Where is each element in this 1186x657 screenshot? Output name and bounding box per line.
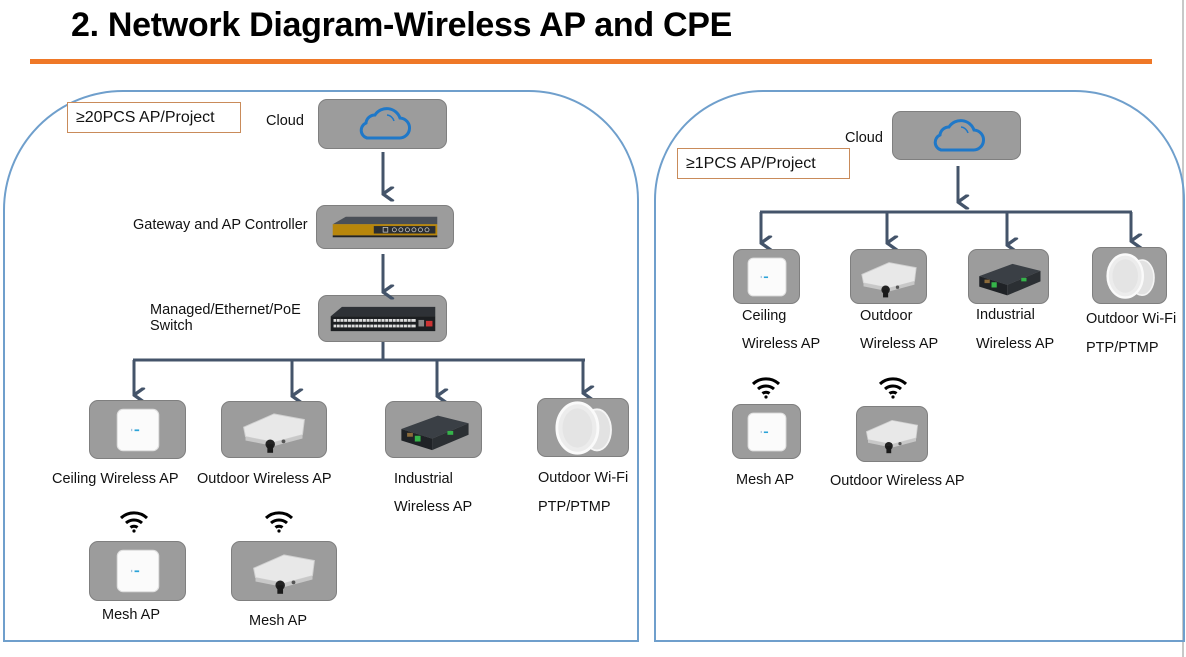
switch-node[interactable] [318,295,447,342]
right-ceiling-ap-node[interactable] [733,249,800,304]
left-mesh-ap-1-node[interactable] [89,541,186,601]
right-industrial-ap-label-line2: Wireless AP [976,336,1055,352]
ceiling-ap-icon [746,256,788,298]
right-ceiling-ap-label-line1: Ceiling [742,308,787,324]
left-ceiling-ap-label: Ceiling Wireless AP [52,471,179,487]
right-industrial-ap-node[interactable] [968,249,1049,304]
left-cpe-node[interactable] [537,398,629,457]
right-cloud-label: Cloud [845,130,883,146]
right-outdoor-ap-label-line1: Outdoor [860,308,913,324]
left-outdoor-ap-node[interactable] [221,401,327,458]
gateway-label: Gateway and AP Controller [133,217,308,233]
right-cpe-label-line1: Outdoor Wi-Fi [1086,311,1177,327]
left-cpe-label-line2: PTP/PTMP [538,499,611,515]
right-mesh-ap-node[interactable] [732,404,801,459]
left-cloud-node[interactable] [318,99,447,149]
switch-label-line1: Managed/Ethernet/PoE [150,302,301,318]
right-outdoor-ap-label-line2: Wireless AP [860,336,939,352]
outdoor-ap-icon [860,413,924,455]
right-panel-frame [654,90,1185,642]
gateway-node[interactable] [316,205,454,249]
right-ceiling-ap-label-line2: Wireless AP [742,336,821,352]
ceiling-ap-icon [746,411,788,453]
wifi-icon [750,375,782,399]
left-mesh-ap-2-node[interactable] [231,541,337,601]
right-cloud-node[interactable] [892,111,1021,160]
right-cpe-label-line2: PTP/PTMP [1086,340,1159,356]
left-cpe-label-line1: Outdoor Wi-Fi [538,470,629,486]
right-mesh-outdoor-ap-node[interactable] [856,406,928,462]
left-industrial-ap-label-line1: Industrial [394,471,453,487]
left-ceiling-ap-node[interactable] [89,400,186,459]
title-underline [30,59,1152,64]
right-capacity-tag: ≥1PCS AP/Project [677,148,850,179]
left-mesh-ap-2-label: Mesh AP [249,613,308,629]
industrial-ap-icon [974,255,1044,299]
right-cpe-node[interactable] [1092,247,1167,304]
left-capacity-tag: ≥20PCS AP/Project [67,102,241,133]
cpe-dish-icon [1098,251,1162,301]
right-mesh-ap-label: Mesh AP [736,472,795,488]
left-mesh-ap-1-label: Mesh AP [102,607,161,623]
left-cloud-label: Cloud [266,113,304,129]
left-panel-frame [3,90,639,642]
left-industrial-ap-node[interactable] [385,401,482,458]
outdoor-ap-icon [855,255,923,299]
left-industrial-ap-label-line2: Wireless AP [394,499,473,515]
right-mesh-outdoor-ap-label: Outdoor Wireless AP [830,473,965,489]
left-outdoor-ap-label: Outdoor Wireless AP [197,471,332,487]
right-industrial-ap-label-line1: Industrial [976,307,1035,323]
switch-label-line2: Switch [150,318,193,334]
page-title: 2. Network Diagram-Wireless AP and CPE [71,6,732,44]
wifi-icon [877,375,909,399]
right-outdoor-ap-node[interactable] [850,249,927,304]
